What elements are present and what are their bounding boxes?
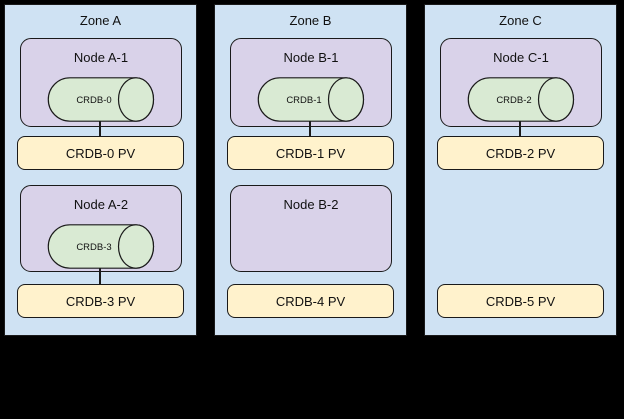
pod-cylinder-crdb-3-icon: CRDB-3	[47, 224, 155, 269]
node-c1-box: Node C-1 CRDB-2	[440, 38, 602, 127]
connector-a1-pv-line	[99, 121, 101, 137]
node-b1-box: Node B-1 CRDB-1	[230, 38, 392, 127]
pv-crdb-5-box: CRDB-5 PV	[437, 284, 604, 318]
zone-b-panel: Zone B Node B-1 CRDB-1 CRDB-1 PV Node B-…	[214, 4, 407, 336]
pv-crdb-2-box: CRDB-2 PV	[437, 136, 604, 170]
connector-a2-pv-line	[99, 268, 101, 285]
node-b1-title: Node B-1	[283, 50, 339, 65]
node-a2-title: Node A-2	[73, 197, 129, 212]
pod-crdb-2-label: CRDB-2	[496, 95, 531, 106]
pv-crdb-1-box: CRDB-1 PV	[227, 136, 394, 170]
node-a1-title: Node A-1	[73, 50, 129, 65]
node-b2-box: Node B-2	[230, 185, 392, 272]
pod-crdb-0-label: CRDB-0	[76, 95, 111, 106]
connector-b1-pv-line	[309, 121, 311, 137]
zone-c-panel: Zone C Node C-1 CRDB-2 CRDB-2 PV CRDB-5 …	[424, 4, 617, 336]
zone-a-panel: Zone A Node A-1 CRDB-0 CRDB-0 PV Node A-…	[4, 4, 197, 336]
node-a2-box: Node A-2 CRDB-3	[20, 185, 182, 272]
pv-crdb-4-box: CRDB-4 PV	[227, 284, 394, 318]
pv-crdb-3-box: CRDB-3 PV	[17, 284, 184, 318]
node-c1-title: Node C-1	[493, 50, 549, 65]
pod-cylinder-crdb-0-icon: CRDB-0	[47, 77, 155, 122]
pod-cylinder-crdb-1-icon: CRDB-1	[257, 77, 365, 122]
pv-crdb-0-box: CRDB-0 PV	[17, 136, 184, 170]
zone-a-title: Zone A	[79, 13, 122, 28]
connector-c1-pv-line	[519, 121, 521, 137]
node-b2-title: Node B-2	[283, 197, 339, 212]
pod-crdb-3-label: CRDB-3	[76, 242, 111, 253]
zone-b-title: Zone B	[289, 13, 332, 28]
node-a1-box: Node A-1 CRDB-0	[20, 38, 182, 127]
zone-c-title: Zone C	[499, 13, 542, 28]
pod-cylinder-crdb-2-icon: CRDB-2	[467, 77, 575, 122]
pod-crdb-1-label: CRDB-1	[286, 95, 321, 106]
